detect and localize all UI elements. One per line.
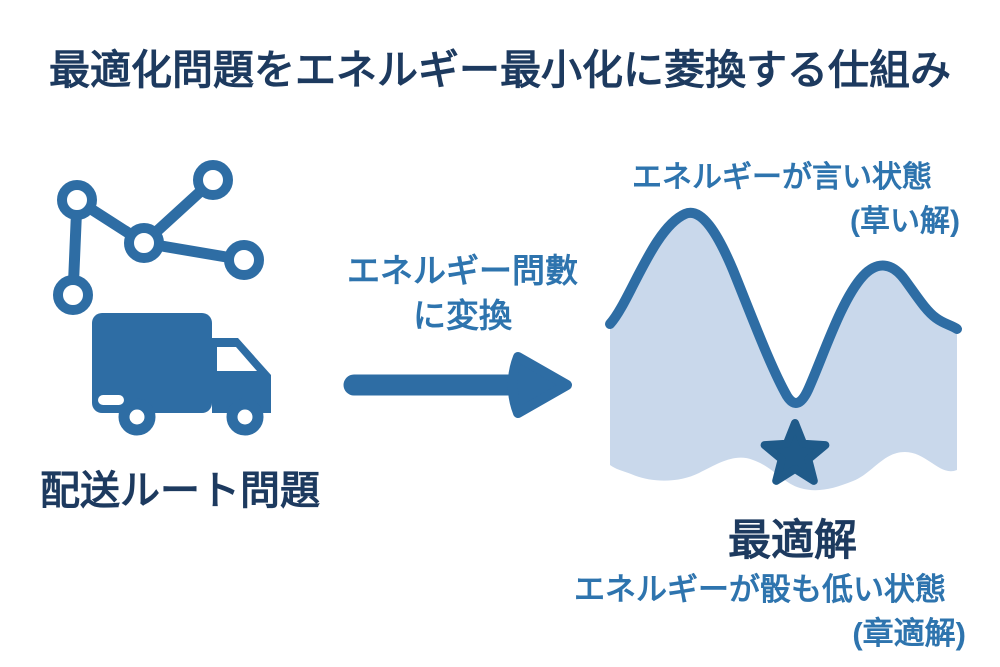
route-network-icon <box>53 160 264 315</box>
network-nodes <box>53 160 264 315</box>
right-arrow-icon <box>343 352 572 418</box>
landscape-fill <box>610 212 957 491</box>
landscape-curve <box>605 207 962 408</box>
conversion-label-line1: エネルギー問數 <box>347 252 578 289</box>
page-title: 最適化問題をエネルギー最小化に菱換する仕組み <box>49 47 951 93</box>
truck-wheel-rear <box>118 398 156 436</box>
left-problem-label: 配送ルート問題 <box>40 469 320 513</box>
delivery-truck-icon <box>92 313 271 436</box>
optimal-solution-sublabel: (章適解) <box>852 616 966 651</box>
truck-body <box>92 313 212 413</box>
conversion-label-line2: に変換 <box>413 297 512 334</box>
conversion-label: エネルギー問數 に変換 <box>320 248 605 338</box>
high-energy-label: エネルギーが言い状態 <box>632 161 932 194</box>
truck-window <box>217 347 257 371</box>
optimal-solution-title: 最適解 <box>728 517 857 565</box>
bad-solution-label: (草い解) <box>850 205 960 238</box>
energy-landscape-icon <box>605 207 962 491</box>
star-icon <box>760 419 830 485</box>
truck-wheel-front <box>226 398 264 436</box>
low-energy-label: エネルギーが骰も低い状態 <box>574 572 946 607</box>
truck-stripe <box>98 395 124 405</box>
